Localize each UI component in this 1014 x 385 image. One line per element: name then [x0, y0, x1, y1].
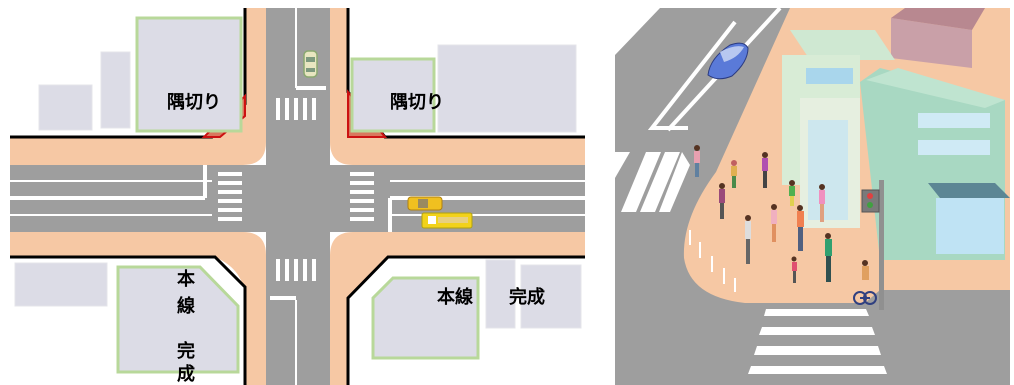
pedestrians — [694, 145, 877, 305]
pedestrian — [825, 233, 832, 282]
pedestrian — [719, 183, 725, 219]
car-east — [407, 196, 443, 211]
pedestrian — [694, 145, 700, 177]
left-plan-view: 隅切り 隅切り 本 線 完 成 本線 完成 — [10, 8, 585, 385]
buildings-bottom-left — [14, 262, 240, 374]
pedestrian — [731, 160, 737, 188]
crosswalk-east — [350, 172, 374, 221]
buildings-bottom-right — [371, 259, 582, 360]
pedestrian — [791, 256, 797, 283]
street-crosswalk-left — [615, 152, 690, 212]
car-north — [303, 50, 318, 78]
pedestrian — [797, 205, 804, 251]
pedestrian — [771, 204, 777, 242]
street-buildings — [782, 8, 1010, 260]
pedestrian — [819, 184, 825, 222]
crosswalk-west — [218, 172, 242, 221]
mainline-complete-label-left-4: 成 — [177, 363, 195, 385]
sidewalk-bottom-left — [10, 232, 266, 385]
cyclist — [853, 260, 877, 305]
mainline-complete-label-left-2: 線 — [177, 295, 195, 317]
sidewalk-top-left — [10, 8, 266, 165]
mainline-complete-label-left-1: 本 — [177, 268, 195, 290]
corner-cut-label-left: 隅切り — [167, 92, 221, 113]
mainline-complete-label-left-3: 完 — [177, 340, 195, 362]
street-car — [707, 42, 749, 80]
lane-markings — [10, 8, 585, 385]
sidewalk-bottom-right — [330, 232, 585, 385]
bus-east — [421, 212, 473, 229]
pedestrian — [762, 152, 768, 188]
street-crosswalk-bottom — [748, 309, 887, 374]
traffic-signal — [861, 180, 884, 310]
right-street-view — [615, 6, 1010, 385]
sidewalk-top-right — [330, 8, 585, 165]
pedestrian — [745, 215, 751, 264]
pedestrian — [789, 180, 795, 206]
mainline-complete-label-right-1: 本線 — [437, 286, 473, 308]
bollards — [689, 230, 736, 292]
crosswalk-south — [276, 259, 316, 281]
corner-cut-label-right: 隅切り — [390, 92, 444, 113]
buildings-top-left — [38, 16, 243, 133]
crosswalk-north — [276, 98, 316, 120]
road-vertical — [266, 8, 330, 385]
buildings-top-right — [350, 44, 577, 133]
mainline-complete-label-right-2: 完成 — [509, 286, 545, 308]
